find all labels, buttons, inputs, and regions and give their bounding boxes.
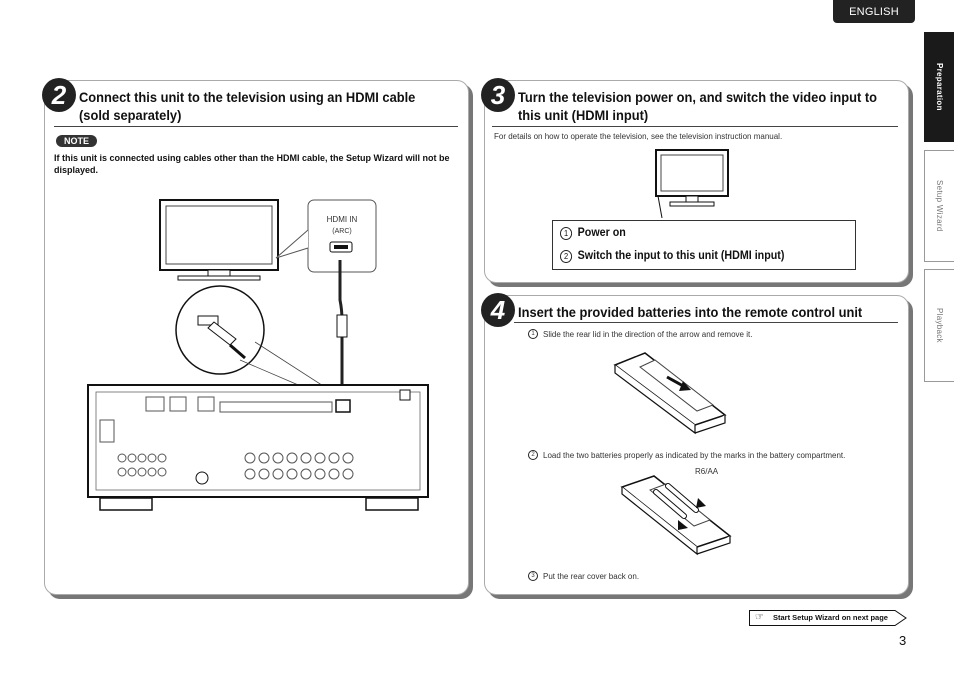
step2-number-badge: 2 [42,78,76,112]
callout-item-text: Switch the input to this unit (HDMI inpu… [577,250,785,262]
next-page-link[interactable]: ☞ Start Setup Wizard on next page [749,610,907,626]
callout-item-text: Power on [577,227,626,239]
side-tab-setup-wizard[interactable]: Setup Wizard [924,150,954,262]
step4-title-rule [514,322,898,323]
language-tab: ENGLISH [833,0,915,23]
substep-text: Put the rear cover back on. [543,571,640,581]
substep-replace-cover: 3 Put the rear cover back on. [528,571,639,581]
substep-text: Load the two batteries properly as indic… [543,450,846,460]
page-number: 3 [899,633,907,648]
step2-title-rule [54,126,458,127]
circled-number: 1 [528,329,538,339]
hdmi-in-label: HDMI IN [326,215,358,224]
step3-title-rule [492,126,898,127]
substep-slide-lid: 1 Slide the rear lid in the direction of… [528,329,752,339]
television-icon [159,199,279,281]
remote-lid-removal-icon [613,352,727,435]
circled-number: 2 [528,450,538,460]
callout-item-switch-input: 2 Switch the input to this unit (HDMI in… [560,247,784,265]
remote-battery-load-icon [620,475,732,556]
step3-title: Turn the television power on, and switch… [518,89,877,123]
next-page-link-text: Start Setup Wizard on next page [773,613,888,622]
side-tab-label: Preparation [935,63,944,111]
hdmi-connection-illustration [87,199,429,511]
note-badge: NOTE [56,135,98,147]
step4-number-badge: 4 [481,293,515,327]
step4-title: Insert the provided batteries into the r… [518,304,863,320]
substep-text: Slide the rear lid in the direction of t… [543,329,753,339]
side-tab-label: Playback [935,308,944,343]
circled-number: 1 [560,226,573,240]
step3-callout-box [552,220,856,270]
circled-number: 2 [560,249,573,263]
callout-item-power-on: 1 Power on [560,224,626,242]
step2-title: Connect this unit to the television usin… [79,89,416,123]
substep-load-batteries: 2 Load the two batteries properly as ind… [528,450,845,460]
side-tab-label: Setup Wizard [935,180,944,232]
battery-label: R6/AA [695,467,719,476]
hdmi-arc-label: (ARC) [332,228,352,235]
av-receiver-back-panel-icon [87,384,429,511]
step3-number-badge: 3 [481,78,515,112]
television-power-icon [655,149,729,218]
circled-number: 3 [528,571,538,581]
side-tab-playback[interactable]: Playback [924,269,954,382]
step3-description: For details on how to operate the televi… [494,132,783,141]
note-text: If this unit is connected using cables o… [54,153,450,175]
pointing-hand-icon: ☞ [755,612,764,623]
side-tab-preparation[interactable]: Preparation [924,32,954,142]
